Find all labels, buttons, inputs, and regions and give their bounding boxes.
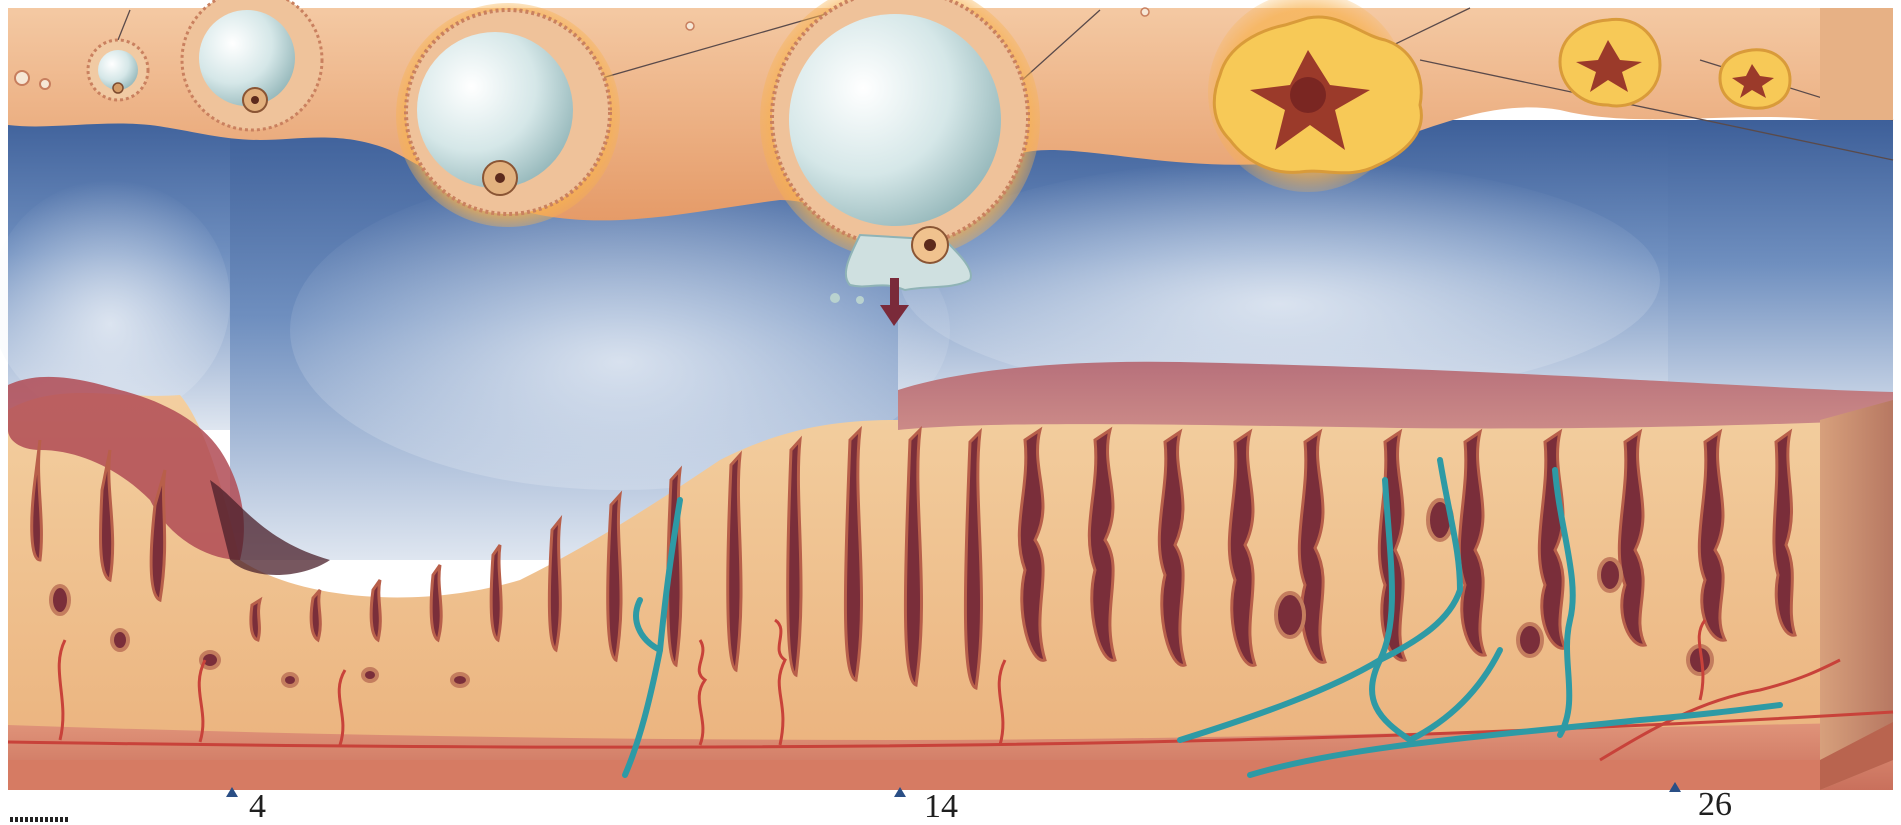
day-label-4: 4 (249, 790, 266, 824)
day-label-14: 14 (924, 790, 958, 824)
scan-barcode-mark (10, 817, 70, 822)
day-label-26: 26 (1698, 788, 1732, 822)
